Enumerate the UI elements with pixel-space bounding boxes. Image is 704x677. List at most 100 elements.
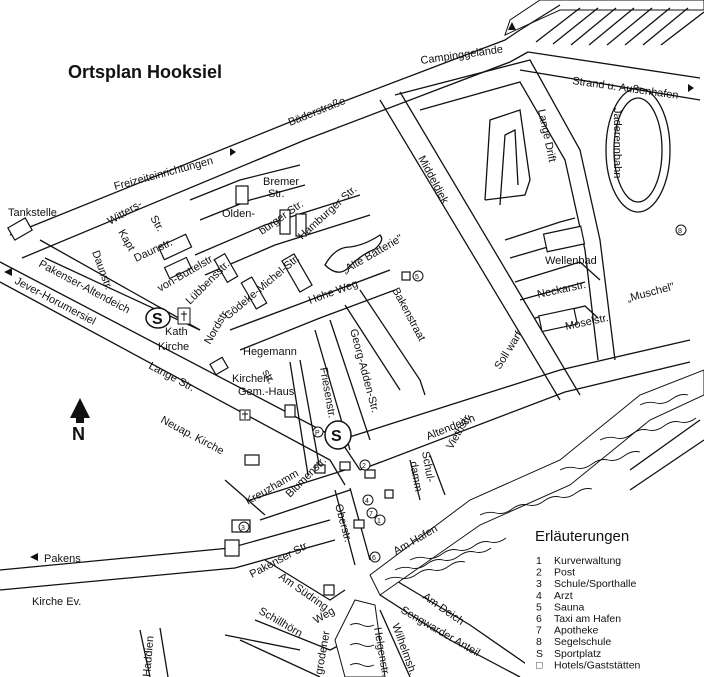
label-bakenstraat: Bakenstraat (389, 286, 427, 343)
svg-text:7: 7 (369, 511, 373, 518)
legend-heading: Erläuterungen (535, 528, 629, 545)
label-georg-adden: Georg-Adden-Str. (347, 328, 381, 414)
marker-1: 1 (374, 514, 386, 526)
legend-text: Apotheke (554, 625, 599, 637)
legend-item: 4 Arzt (536, 590, 573, 602)
label-bremer-str: Str. (268, 188, 285, 200)
harbour-channel (334, 0, 704, 677)
tankstelle-building (7, 217, 33, 241)
label-weg: Weg (312, 605, 337, 627)
legend-key: 3 (536, 578, 542, 590)
label-wilhelmsh: Wilhelmsh. (389, 622, 419, 677)
label-witters-str: Str. (147, 214, 166, 234)
svg-text:P: P (315, 430, 320, 437)
marker-8: 8 (675, 224, 687, 236)
label-am-suedring: Am Südring (276, 571, 330, 614)
legend-item: 6 Taxi am Hafen (536, 613, 621, 625)
marker-5: 5 (412, 270, 424, 282)
label-lange-drift: Lange Drift (535, 108, 558, 163)
legend-key: 4 (536, 590, 542, 602)
label-lange-str: Lange Str. (147, 360, 197, 394)
legend-item: 8 Segelschule (536, 636, 611, 648)
label-muschel: „Muschel" (626, 281, 676, 305)
label-freizeit: Freizeiteinrichtungen (113, 155, 215, 193)
north-label: N (72, 424, 85, 444)
label-gem-haus: Gem.-Haus (238, 386, 295, 398)
label-tankstelle: Tankstelle (8, 207, 57, 219)
label-hegemann: Hegemann (243, 346, 297, 358)
bremer-building (235, 185, 249, 205)
label-grodener: grodener (313, 630, 333, 676)
water-waves (349, 394, 697, 667)
label-olden: Olden- (222, 208, 255, 220)
legend-text: Sportplatz (554, 648, 601, 660)
label-damm: damm (407, 460, 424, 492)
legend-text: Post (554, 567, 575, 579)
legend-text: Arzt (554, 590, 573, 602)
label-middeldiek: Middeldiek (415, 154, 451, 207)
legend-item: 7 Apotheke (536, 625, 599, 637)
marker-parking: P (312, 426, 324, 438)
marker-4: 4 (362, 494, 374, 506)
label-campinggelaende: Campinggelände (420, 44, 504, 67)
marker-6: 6 (369, 551, 381, 563)
legend-item: 5 Sauna (536, 601, 585, 613)
label-wellenbad: Wellenbad (545, 255, 597, 267)
buildings (7, 185, 586, 596)
map-markers: S S P 1 2 3 4 5 6 7 8 (145, 224, 687, 563)
direction-arrow-freizeit (230, 148, 236, 156)
svg-text:1: 1 (377, 518, 381, 525)
label-schillhoern: Schillhörn (257, 605, 305, 640)
svg-text:4: 4 (365, 498, 369, 505)
label-strand: Strand u. Außenhafen (572, 75, 680, 102)
label-witters: Witters- (106, 198, 145, 228)
label-pakens: Pakens (44, 553, 81, 565)
label-haddien: Haddien (141, 635, 157, 677)
wellenbad-building (542, 225, 586, 253)
legend-text: Hotels/Gaststätten (554, 659, 641, 671)
svg-text:3: 3 (241, 525, 245, 532)
church-cross-neuap (239, 409, 251, 421)
label-kirche-ev: Kirche Ev. (32, 596, 81, 608)
road-network (0, 29, 701, 677)
legend-item: □ Hotels/Gaststätten (536, 659, 641, 671)
svg-text:2: 2 (362, 463, 366, 470)
legend-key: 8 (536, 636, 542, 648)
alte-batterie-area (324, 234, 383, 273)
direction-arrow-strand (688, 84, 694, 92)
label-jaderennbahn: Jaderennbahn (611, 108, 623, 178)
map-title: Ortsplan Hooksiel (68, 62, 222, 82)
label-neckarstr: Neckarstr. (536, 279, 587, 301)
label-kirche: Kirche (158, 341, 189, 353)
label-soll-warf: Soll warf (492, 329, 525, 372)
direction-arrow-pakens (30, 553, 38, 561)
direction-arrow-campinggelaende (508, 22, 516, 30)
legend-text: Sauna (554, 601, 585, 613)
label-neuap-kirche: Neuap. Kirche (159, 414, 226, 457)
marker-sportplatz-1: S (145, 307, 171, 329)
legend-text: Segelschule (554, 636, 611, 648)
direction-arrow-jever (4, 268, 12, 276)
church-cross-kath (177, 307, 191, 325)
legend-key: 6 (536, 613, 542, 625)
label-bremer: Bremer (263, 176, 299, 188)
label-friesenstr: Friesenstr. (317, 366, 338, 419)
legend-key: 5 (536, 601, 542, 613)
label-pakenser-altendeich: Pakenser-Altendeich (37, 258, 132, 316)
label-nordstr: Nordstr. (202, 307, 232, 346)
svg-text:S: S (331, 428, 342, 445)
label-schul: Schul- (419, 450, 436, 483)
legend-key: 7 (536, 625, 542, 637)
marker-2: 2 (359, 459, 371, 471)
label-kath: Kath (165, 326, 188, 338)
label-oberstr: Oberstr. (332, 503, 354, 544)
legend-text: Taxi am Hafen (554, 613, 621, 625)
hamburger-building (279, 209, 291, 235)
label-kirchen: Kirchen- (232, 373, 273, 385)
legend-key: □ (536, 659, 543, 671)
